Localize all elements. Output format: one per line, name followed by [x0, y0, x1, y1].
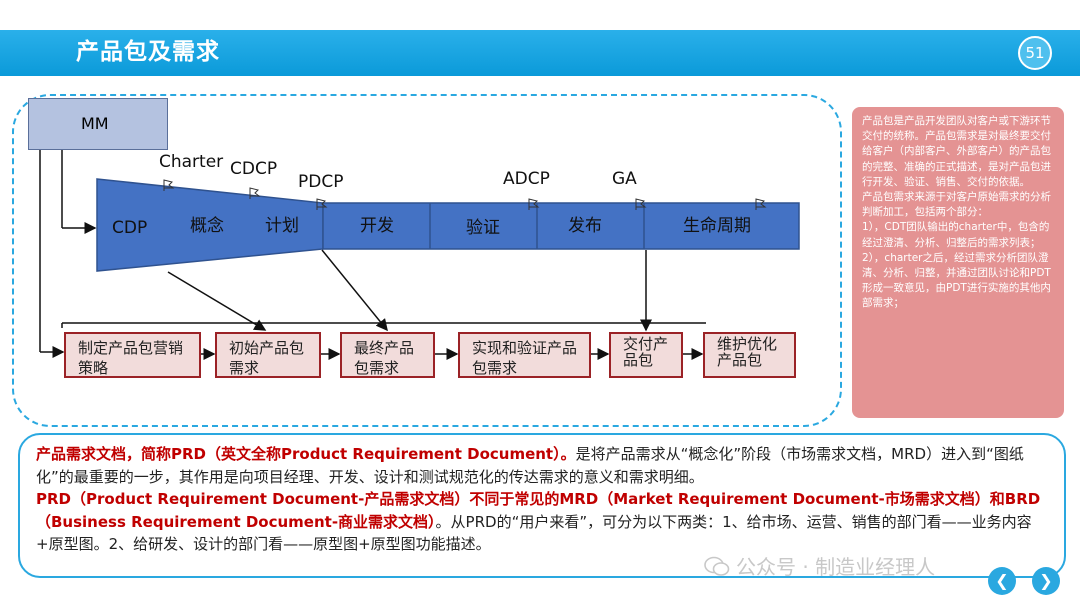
output-box-marketing-strategy: 制定产品包营销策略: [64, 332, 201, 378]
side-note-paragraph: 产品包需求来源于对客户原始需求的分析判断加工，包括两个部分：: [862, 191, 1051, 219]
wechat-icon: [704, 556, 730, 576]
stage-label-concept: 概念: [190, 216, 224, 236]
checkpoint-charter: Charter: [159, 152, 224, 172]
prd-comparison-bold: PRD（Product Requirement Document-产品需求文档）…: [36, 490, 1041, 531]
flag-icon: [249, 187, 261, 199]
stage-label-cdp: CDP: [112, 218, 148, 238]
prd-paragraph-1: 产品需求文档，简称PRD（英文全称Product Requirement Doc…: [36, 443, 1050, 488]
flag-icon: [316, 198, 328, 210]
prd-paragraph-2: PRD（Product Requirement Document-产品需求文档）…: [36, 488, 1050, 556]
prev-slide-button[interactable]: ❮: [988, 567, 1016, 595]
output-box-deliver: 交付产品包: [609, 332, 683, 378]
arrow-to-initial: [167, 271, 267, 331]
output-box-final-requirement: 最终产品包需求: [340, 332, 435, 378]
prd-comparison-text: 。从PRD的“用户来看”，可分为以下两类：1、给市场、运营、销售的部门看——业务…: [36, 512, 1032, 554]
side-note-paragraph: 1），CDT团队输出的charter中，包含的经过澄清、分析、归整后的需求列表；: [862, 221, 1050, 249]
flag-icon: [163, 179, 175, 191]
side-note-paragraph: 2），charter之后，经过需求分析团队澄清、分析、归整，并通过团队讨论和PD…: [862, 251, 1051, 310]
side-note-paragraph: 产品包是产品开发团队对客户或下游环节交付的统称。产品包需求是对最终要交付给客户（…: [862, 115, 1051, 188]
page-number: 51: [1018, 36, 1052, 70]
arrow-to-final: [321, 249, 388, 332]
diagram-area: [12, 94, 842, 427]
slide-title: 产品包及需求: [76, 39, 220, 65]
prd-definition-text: 是将产品需求从“概念化”阶段（市场需求文档，MRD）进入到“图纸化”的最重要的一…: [36, 445, 1024, 486]
output-box-maintain: 维护优化产品包: [703, 332, 796, 378]
header-bar: [0, 30, 1080, 76]
prd-description: 产品需求文档，简称PRD（英文全称Product Requirement Doc…: [18, 433, 1066, 578]
stage-bar: [322, 202, 800, 250]
stage-label-develop: 开发: [360, 216, 394, 236]
flag-icon: [635, 198, 647, 210]
flag-icon: [755, 198, 767, 210]
checkpoint-pdcp: PDCP: [298, 172, 344, 192]
checkpoint-adcp: ADCP: [503, 169, 550, 189]
watermark: 公众号 · 制造业经理人: [704, 551, 935, 580]
output-box-verify-requirement: 实现和验证产品包需求: [458, 332, 591, 378]
stage-label-verify: 验证: [466, 218, 500, 238]
stage-label-plan: 计划: [265, 216, 299, 236]
flag-icon: [528, 198, 540, 210]
output-box-initial-requirement: 初始产品包需求: [215, 332, 321, 378]
stage-label-release: 发布: [568, 216, 602, 236]
watermark-text: 公众号 · 制造业经理人: [736, 555, 936, 579]
next-slide-button[interactable]: ❯: [1032, 567, 1060, 595]
prd-definition-bold: 产品需求文档，简称PRD（英文全称Product Requirement Doc…: [36, 445, 576, 463]
side-note: 产品包是产品开发团队对客户或下游环节交付的统称。产品包需求是对最终要交付给客户（…: [852, 107, 1064, 418]
checkpoint-ga: GA: [612, 169, 637, 189]
checkpoint-cdcp: CDCP: [230, 159, 278, 179]
stage-label-lifecycle: 生命周期: [683, 216, 751, 236]
mm-box: MM: [28, 98, 168, 150]
